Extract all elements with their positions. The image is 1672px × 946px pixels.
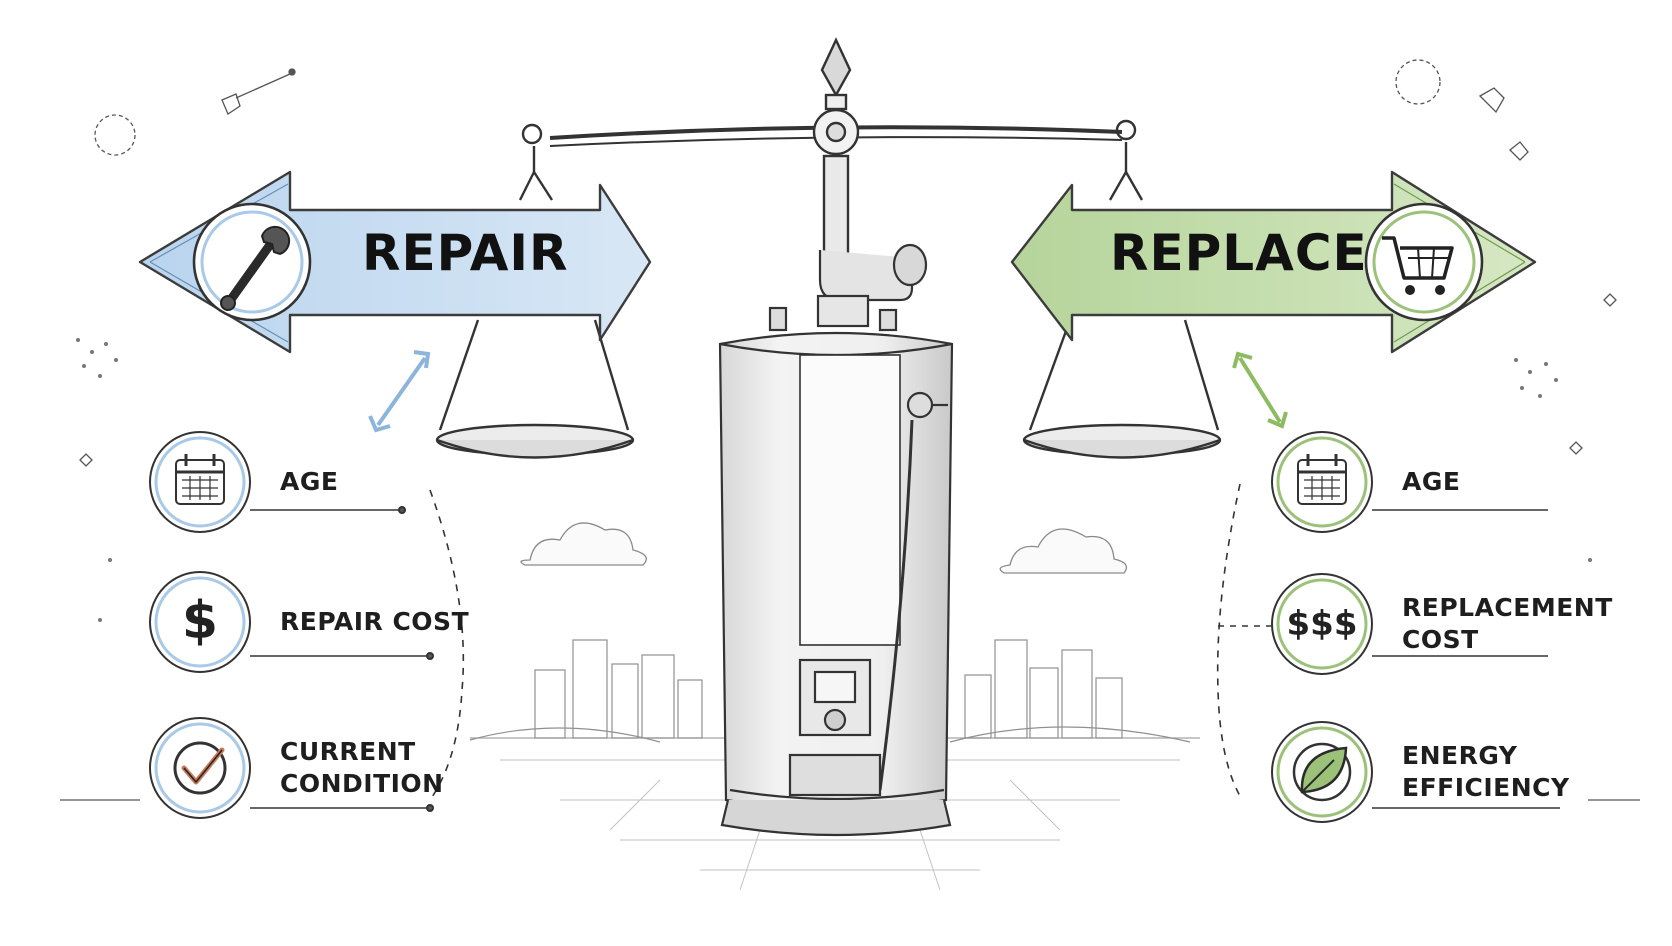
repair-factors (149, 431, 465, 819)
sketch-doodles (60, 59, 1640, 801)
repair-factor-condition-line-1: CURRENT (280, 737, 416, 766)
checkmark-icon (173, 741, 227, 795)
wrench-icon (192, 202, 312, 322)
shopping-cart-icon (1364, 202, 1484, 322)
replace-factor-efficiency-label: ENERGY EFFICIENCY (1402, 740, 1570, 804)
clouds (520, 522, 1128, 574)
repair-factor-condition-label: CURRENT CONDITION (280, 736, 444, 800)
calendar-icon (1297, 454, 1347, 505)
leaf-icon (1292, 742, 1352, 802)
replace-connector-arrow (1232, 351, 1288, 429)
replace-factor-efficiency-line-2: EFFICIENCY (1402, 773, 1570, 802)
calendar-icon (175, 454, 225, 505)
replace-title: REPLACE (1110, 224, 1368, 282)
replace-factor-cost-line-1: REPLACEMENT (1402, 593, 1613, 622)
repair-factor-cost-label: REPAIR COST (280, 607, 470, 636)
replace-factor-efficiency-line-1: ENERGY (1402, 741, 1518, 770)
water-heater-icon (718, 243, 954, 837)
replace-factor-age-label: AGE (1402, 467, 1461, 496)
dollar-sign-icon: $ (181, 591, 219, 651)
triple-dollar-icon: $$$ (1286, 604, 1358, 644)
repair-factor-age-label: AGE (280, 467, 339, 496)
replace-factor-cost-label: REPLACEMENT COST (1402, 592, 1613, 656)
dot-patterns (76, 338, 1592, 622)
repair-title: REPAIR (362, 224, 569, 282)
balance-scale-icon (435, 37, 1222, 459)
repair-connector-arrow (368, 350, 431, 433)
repair-factor-condition-line-2: CONDITION (280, 769, 444, 798)
replace-factor-cost-line-2: COST (1402, 625, 1479, 654)
